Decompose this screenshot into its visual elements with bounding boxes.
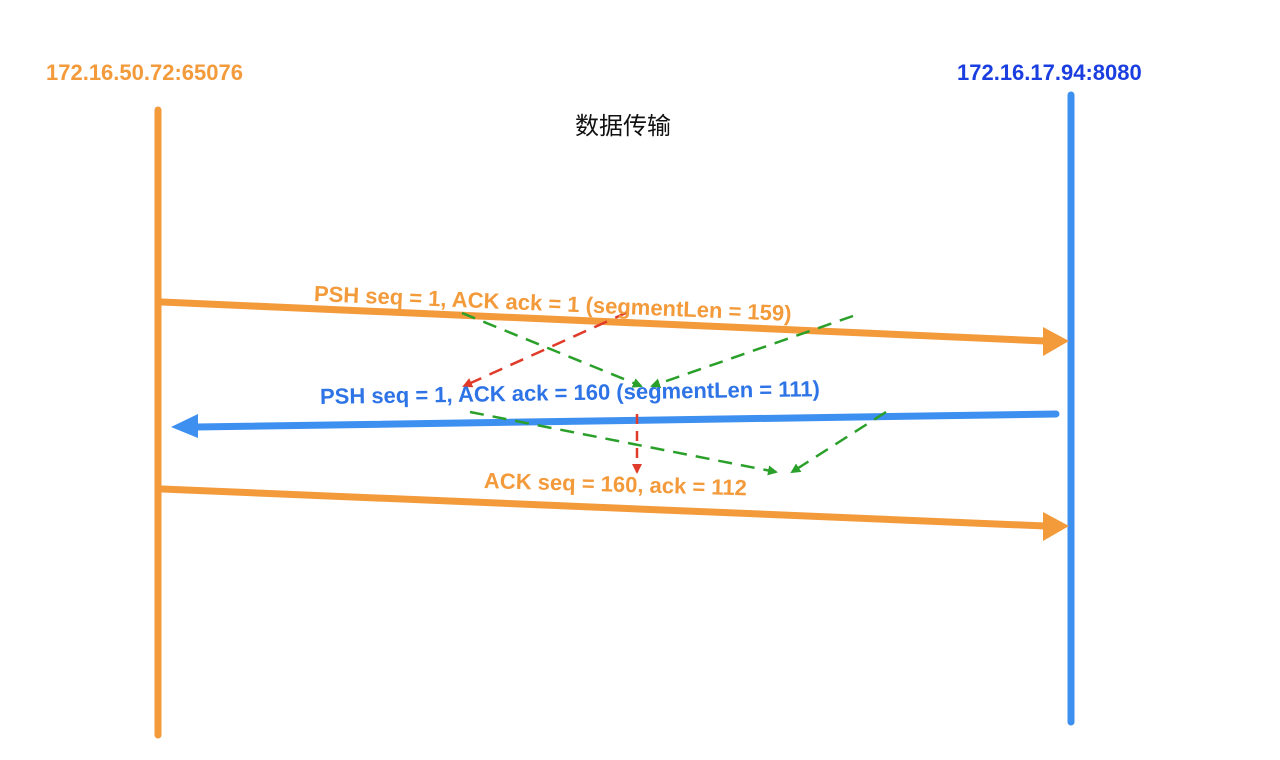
dependency-arrow-ack1-to-seq1 [462, 310, 629, 388]
dependency-arrow-len159-to-ack160 [650, 314, 854, 389]
message-1-arrow [158, 298, 1069, 356]
dependency-arrow-len111-to-ack112 [790, 410, 887, 474]
message-2-arrow [171, 410, 1060, 438]
diagram-title: 数据传输 [575, 112, 671, 140]
client-endpoint-label: 172.16.50.72:65076 [46, 60, 243, 85]
server-endpoint-label: 172.16.17.94:8080 [957, 60, 1142, 85]
dependency-arrow-seq1-to-ack112 [469, 410, 778, 476]
message-3-arrow [158, 485, 1069, 541]
dependency-arrow-seq1-to-ack160 [461, 311, 643, 388]
